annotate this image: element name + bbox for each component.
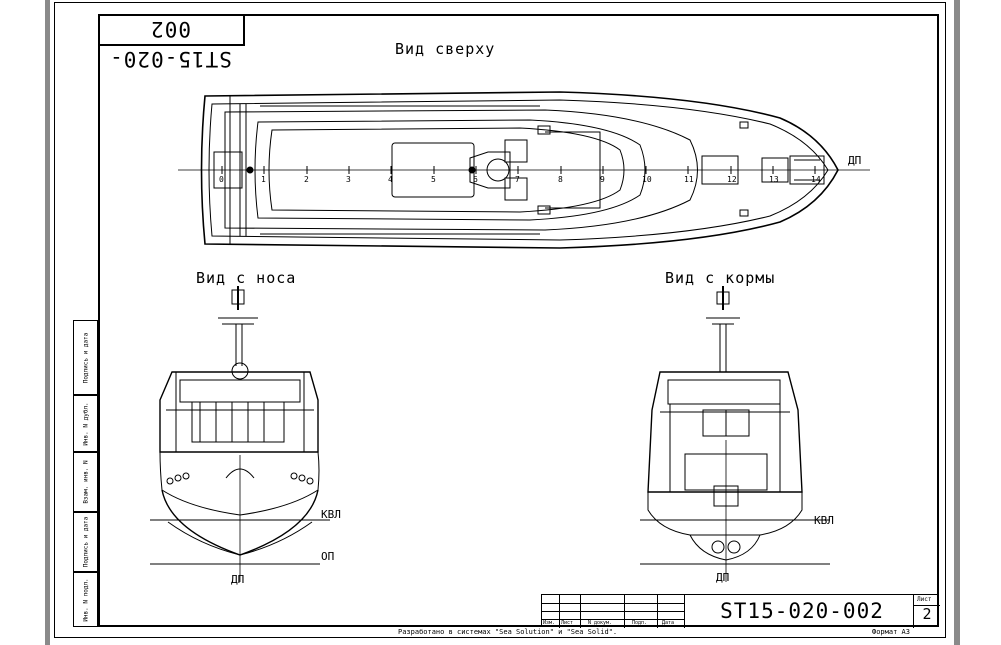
frame-number: 6 [473,175,478,184]
right-scrollbar-edge [954,0,960,645]
label-dp-top: ДП [848,154,862,167]
label-dp-stern: ДП [716,571,730,584]
stern-view-hull [647,286,803,582]
sheet-format: Формат А3 [872,628,910,636]
view-title-bow: Вид с носа [196,269,297,287]
sheet-label: Лист [917,596,932,603]
frame-number: 7 [515,175,520,184]
frame-number: 9 [600,175,605,184]
title-block: Изм. Лист N докум. Подп. Дата ST15-020-0… [541,594,940,628]
side-strip-cell: Подпись и дата [73,512,98,572]
tb-header: Дата [662,620,675,626]
document-number: ST15-020-002 [720,599,884,623]
view-title-stern: Вид с кормы [665,269,776,287]
frame-number: 4 [388,175,393,184]
tb-header: Изм. [543,620,556,626]
software-credits: Разработано в системах "Sea Solution" и … [398,628,618,636]
frame-number: 0 [219,175,224,184]
title-block-headers: Изм. Лист N докум. Подп. Дата [542,619,684,628]
frame-number: 12 [727,175,737,184]
inverted-document-stamp: ST15-020-002 [98,14,245,71]
frame-number: 13 [769,175,779,184]
side-strip-cell: Подпись и дата [73,320,98,395]
label-dp-bow: ДП [231,573,245,586]
frame-ticks [221,166,816,174]
label-kvl-stern: КВЛ [814,514,834,527]
drawing-frame [98,14,939,627]
frame-number: 1 [261,175,266,184]
tb-header: Лист [561,620,574,626]
side-strip-cell: Инв. N подл. [73,572,98,627]
label-op: ОП [321,550,335,563]
frame-number: 5 [431,175,436,184]
bow-view-hull [159,286,320,582]
frame-number: 14 [811,175,821,184]
view-title-top: Вид сверху [395,40,496,58]
side-strip: Подпись и дата Инв. N дубл. Взам. инв. N… [73,320,98,627]
side-strip-cell: Инв. N дубл. [73,395,98,452]
tb-header: Подп. [632,620,648,626]
frame-number: 8 [558,175,563,184]
sheet-number: 2 [922,605,932,623]
side-strip-cell: Взам. инв. N [73,452,98,512]
frame-number: 10 [642,175,652,184]
label-kvl-bow: КВЛ [321,508,341,521]
frame-number: 2 [304,175,309,184]
left-scrollbar-edge [45,0,50,645]
frame-number: 3 [346,175,351,184]
tb-header: N докум. [588,620,613,626]
frame-number: 11 [684,175,694,184]
page-frame [54,2,946,638]
sheet-cell: Лист 2 [913,595,940,628]
